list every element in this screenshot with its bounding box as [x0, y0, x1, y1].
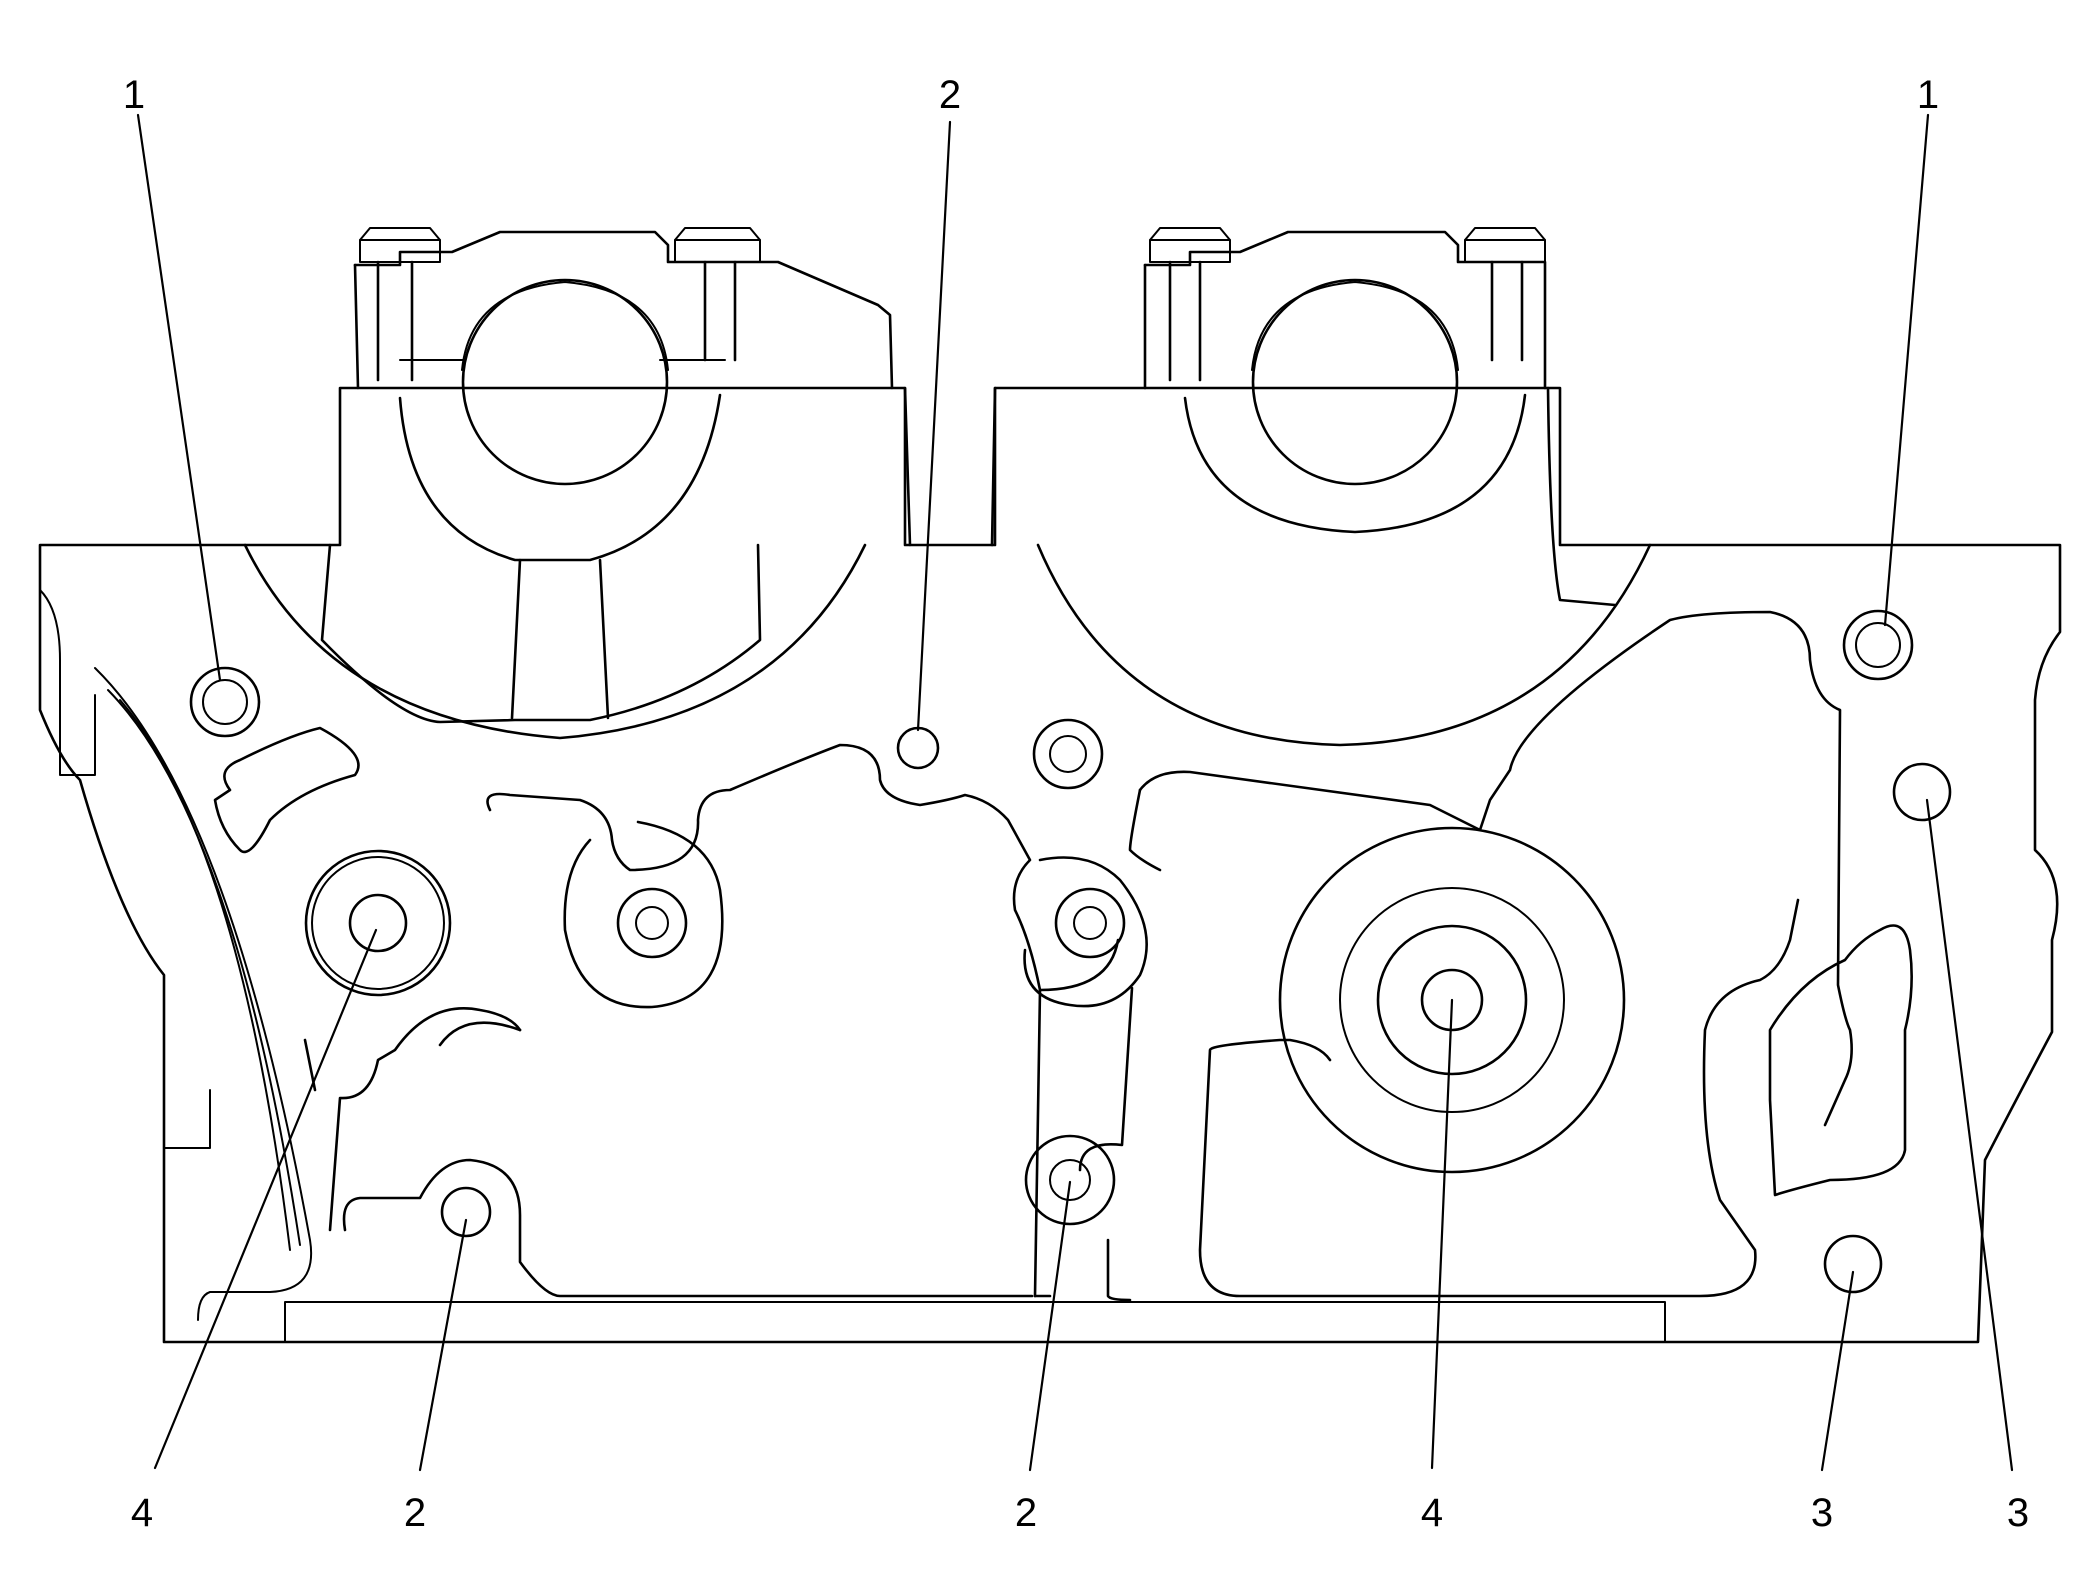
callout-3-left: 3	[1811, 1491, 1833, 1535]
leader-3-left	[1820, 1270, 1855, 1472]
callout-leaders	[136, 113, 2014, 1472]
callout-1-right: 1	[1917, 73, 1939, 117]
callout-3-right: 3	[2007, 1491, 2029, 1535]
callout-2-bm: 2	[1015, 1491, 1037, 1535]
leader-4-left	[153, 928, 378, 1470]
leader-1-left	[136, 113, 222, 682]
cam-bearing-cap-right	[903, 227, 1652, 747]
callout-1-left: 1	[123, 73, 145, 117]
leader-4-mid	[1430, 998, 1454, 1470]
leader-3-right	[1925, 798, 2014, 1472]
leader-2-top	[916, 120, 952, 732]
callout-2-top: 2	[939, 73, 961, 117]
callout-4-left: 4	[131, 1491, 153, 1535]
head-outline	[38, 386, 2062, 1344]
bolt-bosses	[189, 609, 1952, 1294]
leader-2-bl	[418, 1218, 468, 1472]
callout-2-bl: 2	[404, 1491, 426, 1535]
head-internal-passages	[213, 610, 1913, 1302]
callout-labels: 1 2 1 4 2 2 4 3 3	[123, 73, 2029, 1535]
cam-bearing-cap-left	[243, 227, 894, 740]
callout-4-mid: 4	[1421, 1491, 1443, 1535]
leader-2-bm	[1028, 1180, 1072, 1472]
leader-1-right	[1883, 113, 1930, 627]
